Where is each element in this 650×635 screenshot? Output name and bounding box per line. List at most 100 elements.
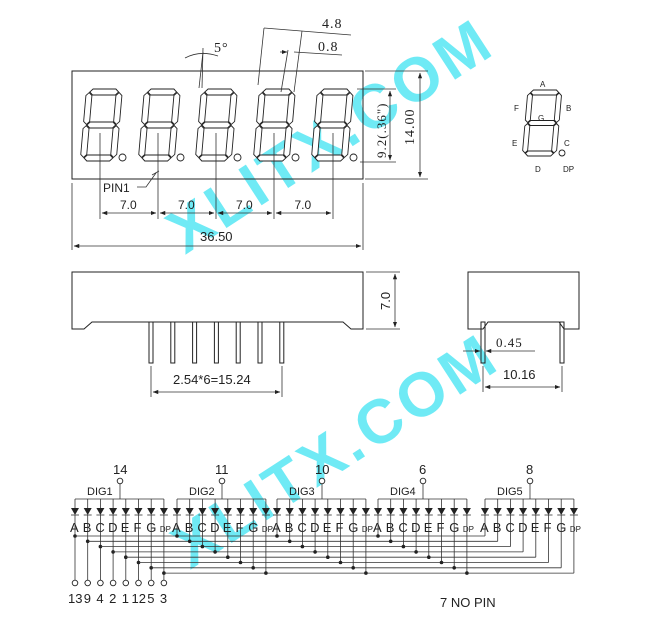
led-diode-icon: [462, 508, 471, 515]
led-diode-icon: [198, 508, 207, 515]
end-pin: [480, 321, 486, 364]
pin1-leader: [137, 172, 157, 188]
led-diode-icon: [557, 508, 566, 515]
seven-segment-digit: [195, 88, 238, 162]
led-diode-icon: [185, 508, 194, 515]
pin-pitch-label: 2.54*6=15.24: [173, 372, 251, 387]
segment-label: F: [544, 520, 552, 535]
segment-label: B: [83, 520, 92, 535]
decimal-point: [233, 153, 242, 162]
segment-f: [141, 91, 151, 126]
led-diode-icon: [544, 508, 553, 515]
led-diode-icon: [386, 508, 395, 515]
common-pin-terminal: [116, 477, 124, 485]
segment-pin-terminal: [135, 579, 142, 587]
junction-dot: [465, 571, 469, 575]
segment-a: [147, 88, 178, 96]
segment-pin-number: 2: [109, 591, 116, 606]
segment-c: [110, 124, 120, 159]
segment-legend: A B C D E F G DP: [512, 80, 574, 174]
digit-label: DIG2: [189, 486, 215, 498]
junction-dot: [213, 550, 217, 554]
pitch-label: 7.0: [178, 198, 195, 212]
decimal-point: [176, 153, 185, 162]
extension-line: [280, 49, 289, 93]
segment-pin-terminal: [122, 579, 130, 587]
junction-dot: [452, 566, 457, 570]
led-diode-icon: [311, 508, 320, 515]
junction-dot: [98, 544, 103, 549]
junction-dot: [376, 534, 380, 538]
segment-g: [201, 121, 232, 129]
display-body-outline: [71, 70, 364, 180]
segment-label: DP: [362, 525, 373, 534]
pitch-label: 7.0: [236, 198, 253, 212]
segment-pin-terminal: [71, 579, 79, 587]
end-view: 0.45 10.16: [463, 271, 580, 392]
junction-dot: [264, 571, 268, 575]
led-diode-icon: [374, 508, 382, 515]
seven-segment-digit: [80, 88, 123, 162]
segment-c: [551, 122, 560, 154]
angle-label: 5°: [214, 41, 229, 56]
extension-line: [257, 27, 265, 86]
segment-label: E: [121, 520, 130, 535]
watermark: XLITX.COM: [160, 320, 511, 581]
segment-c: [168, 124, 178, 159]
segment-e: [195, 124, 205, 159]
decimal-point: [291, 153, 300, 162]
common-pin-terminal: [218, 477, 226, 485]
segment-e: [80, 124, 90, 159]
segment-pin-terminal: [84, 579, 91, 587]
segment-e: [311, 124, 321, 159]
junction-dot: [427, 555, 431, 559]
junction-dot: [313, 550, 317, 554]
led-diode-icon: [223, 508, 232, 515]
segment-c: [225, 124, 235, 159]
row-spacing-label: 10.16: [503, 367, 536, 382]
angle-arc: [184, 53, 219, 59]
common-pin-number: 14: [113, 462, 127, 477]
segment-label-c: C: [564, 139, 570, 148]
side-view: 7.0 2.54*6=15.24: [71, 271, 400, 397]
segment-c: [341, 124, 351, 159]
segment-pin-number: 5: [147, 591, 154, 606]
decimal-point: [558, 149, 566, 157]
segment-label-g: G: [538, 114, 544, 123]
segment-label: E: [531, 520, 540, 535]
segment-label-f: F: [514, 104, 519, 113]
segment-d: [198, 154, 229, 162]
end-body-outline: [467, 271, 580, 330]
segment-pin-number: 3: [160, 591, 167, 606]
segment-c: [283, 124, 293, 159]
segment-d: [256, 154, 287, 162]
junction-dot: [414, 550, 418, 554]
led-diode-icon: [336, 508, 345, 515]
side-body-outline: [71, 271, 364, 330]
led-diode-icon: [412, 508, 421, 515]
led-diode-icon: [285, 508, 294, 515]
common-pin-terminal: [318, 477, 326, 485]
side-height-label: 7.0: [378, 292, 393, 310]
led-diode-icon: [506, 508, 515, 515]
segment-f: [314, 91, 324, 126]
segment-label: DP: [160, 525, 171, 534]
segment-pin-number: 4: [96, 591, 103, 606]
segment-g: [144, 121, 175, 129]
led-diode-icon: [399, 508, 408, 515]
segment-label-b: B: [566, 104, 571, 113]
segment-a: [530, 89, 560, 96]
angle-line: [198, 51, 204, 89]
junction-dot: [338, 560, 343, 565]
segment-g: [527, 120, 557, 126]
common-pin-number: 11: [215, 462, 229, 477]
led-diode-icon: [273, 508, 281, 515]
end-pin: [559, 321, 565, 364]
junction-dot: [388, 539, 393, 544]
segment-f: [524, 92, 533, 124]
segment-b: [113, 91, 123, 126]
segment-d: [141, 154, 172, 162]
junction-dot: [439, 560, 444, 565]
digit-label: DIG3: [289, 486, 315, 498]
